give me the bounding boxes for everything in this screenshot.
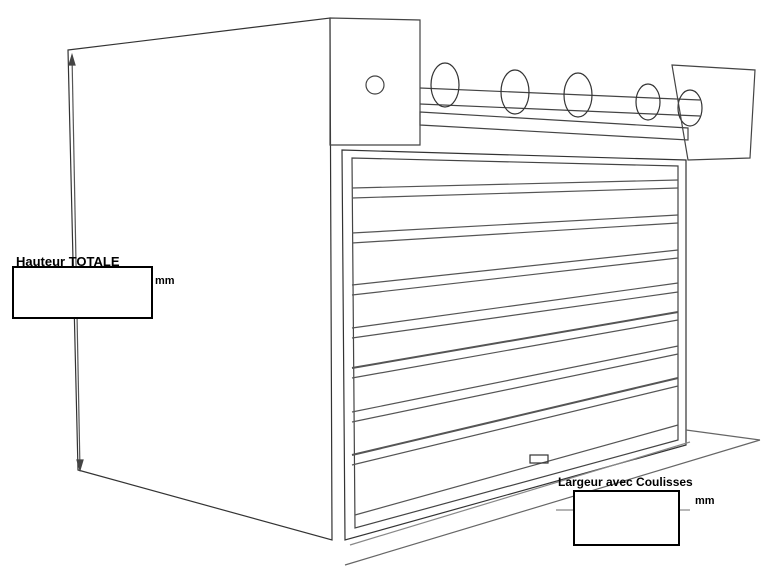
width-label: Largeur avec Coulisses [558, 475, 693, 489]
width-unit: mm [695, 495, 715, 507]
width-input[interactable] [573, 490, 680, 546]
height-unit: mm [155, 275, 175, 287]
height-input[interactable] [12, 266, 153, 319]
height-label: Hauteur TOTALE [16, 254, 120, 269]
